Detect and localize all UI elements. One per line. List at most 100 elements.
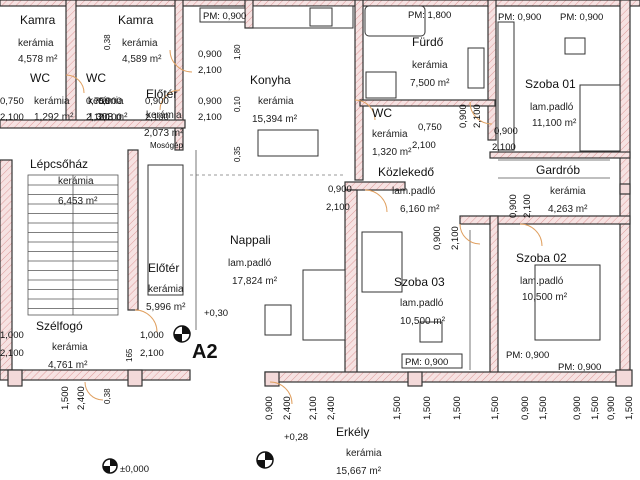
room-floor: kerámia xyxy=(550,186,586,197)
wall-h5 xyxy=(459,215,631,225)
room-name: Közlekedő xyxy=(378,165,434,179)
room-name: Kamra xyxy=(118,13,154,27)
pm-box xyxy=(199,7,246,23)
room-wc-1: WC kerámia 1,292 m² xyxy=(30,71,74,123)
room-name: Gardrób xyxy=(536,163,580,177)
room-floor: lam.padló xyxy=(228,258,272,269)
room-floor: kerámia xyxy=(34,96,70,107)
room-nappali: Nappali lam.padló 17,824 m² xyxy=(228,233,278,287)
parapet-labels: PM: 0,900 PM: 1,800 PM: 0,900 PM: 0,900 … xyxy=(199,7,603,373)
desk-icon-2 xyxy=(419,321,443,343)
dim-width: 0,900 xyxy=(145,96,169,107)
dim-height: 2,100 xyxy=(140,348,164,359)
room-kamra-1: Kamra kerámia 4,578 m² xyxy=(18,13,58,65)
dim-width: 0,900 xyxy=(572,396,583,420)
dim-width: 1,500 xyxy=(422,396,433,420)
desk-icon xyxy=(564,37,586,55)
wall-h1 xyxy=(0,119,186,129)
armchair-icon xyxy=(264,304,292,336)
dim-annotation: 1,80 xyxy=(233,44,242,60)
room-name: Nappali xyxy=(230,233,271,247)
wall-h4 xyxy=(344,181,406,191)
room-eloter-1: Előtér kerámia 2,073 m² Mosógép xyxy=(144,87,184,150)
room-name: Lépcsőház xyxy=(30,157,88,171)
room-floor: kerámia xyxy=(346,448,382,459)
dim-width: 0,900 xyxy=(198,49,222,60)
dim-width: 0,900 xyxy=(198,96,222,107)
room-gardrob: Gardrób kerámia 4,263 m² xyxy=(536,163,588,215)
dim-width: 1,500 xyxy=(452,396,463,420)
dim-height: 2,100 xyxy=(145,112,169,123)
wall-v6 xyxy=(344,189,358,376)
dim-height: 2,100 xyxy=(522,194,533,218)
pm-label: PM: 0,900 xyxy=(558,362,601,373)
room-floor: kerámia xyxy=(88,96,124,107)
room-area: 6,160 m² xyxy=(400,204,440,215)
room-area: 15,394 m² xyxy=(252,114,298,125)
sofa-icon xyxy=(302,269,346,341)
room-floor: kerámia xyxy=(258,96,294,107)
room-furdo: Fürdő kerámia 7,500 m² xyxy=(410,35,450,89)
room-area: 2,073 m² xyxy=(144,128,184,139)
dim-width: 0,900 xyxy=(606,396,617,420)
dim-annotation: 0,10 xyxy=(233,96,242,112)
pm-box xyxy=(401,353,463,369)
level-label: +0,30 xyxy=(204,308,228,319)
dim-height: 2,100 xyxy=(326,202,350,213)
hall-cabinet xyxy=(147,164,184,296)
room-floor: kerámia xyxy=(122,38,158,49)
level-marker-fill xyxy=(257,452,273,468)
dining-table xyxy=(257,129,319,157)
column-4 xyxy=(407,371,423,387)
room-floor: kerámia xyxy=(412,60,448,71)
room-name: Kamra xyxy=(20,13,56,27)
dim-width: 0,750 xyxy=(418,122,442,133)
room-area: 7,500 m² xyxy=(410,78,450,89)
room-floor: kerámia xyxy=(148,284,184,295)
room-floor: lam.padló xyxy=(392,186,436,197)
room-area: 4,589 m² xyxy=(122,54,162,65)
room-name: Fürdő xyxy=(412,35,444,49)
room-area: 10,500 m² xyxy=(522,292,568,303)
wall-h2 xyxy=(359,99,496,107)
room-lepcsohaz: Lépcsőház kerámia 6,453 m² xyxy=(30,157,98,207)
room-konyha: Konyha kerámia 15,394 m² xyxy=(250,73,298,125)
level-label: +0,28 xyxy=(284,432,308,443)
dim-width: 0,900 xyxy=(458,104,469,128)
dim-height: 2,100 xyxy=(0,348,24,359)
room-name: WC xyxy=(372,106,392,120)
pm-label: PM: 0,900 xyxy=(498,12,541,23)
room-floor: lam.padló xyxy=(520,276,564,287)
room-name: Szoba 03 xyxy=(394,275,445,289)
room-szoba-03: Szoba 03 lam.padló 10,500 m² xyxy=(394,275,446,327)
room-name: Szoba 02 xyxy=(516,251,567,265)
dim-height: 2,100 xyxy=(492,142,516,153)
dim-height: 2,400 xyxy=(282,396,293,420)
room-labels: Kamra kerámia 4,578 m² Kamra kerámia 4,5… xyxy=(18,13,588,477)
dim-width: 0,900 xyxy=(432,226,443,250)
wardrobe-icon xyxy=(497,21,515,151)
dim-width: 1,500 xyxy=(392,396,403,420)
section-marker: A2 xyxy=(102,325,274,474)
bathtub-icon xyxy=(364,5,426,37)
room-area: 4,578 m² xyxy=(18,54,58,65)
room-area: 17,824 m² xyxy=(232,276,278,287)
dim-height: 2,100 xyxy=(198,112,222,123)
room-name: WC xyxy=(30,71,50,85)
room-area: 10,500 m² xyxy=(400,316,446,327)
room-floor: kerámia xyxy=(146,110,182,121)
dim-height: 1,500 xyxy=(590,396,601,420)
room-name: Előtér xyxy=(148,261,179,275)
dim-width: 0,900 xyxy=(494,126,518,137)
wall-v5 xyxy=(487,0,497,141)
room-kozlekedo: Közlekedő lam.padló 6,160 m² xyxy=(378,165,440,215)
dim-height: 2,100 xyxy=(308,396,319,420)
dim-width: 0,750 xyxy=(86,96,110,107)
room-name: WC xyxy=(86,71,106,85)
bed-icon xyxy=(579,84,621,152)
wall-stair-right xyxy=(127,149,139,311)
room-floor: lam.padló xyxy=(530,102,574,113)
dim-width: 1,000 xyxy=(140,330,164,341)
pm-label: PM: 1,800 xyxy=(408,10,451,21)
dim-height: 2,400 xyxy=(76,386,87,410)
